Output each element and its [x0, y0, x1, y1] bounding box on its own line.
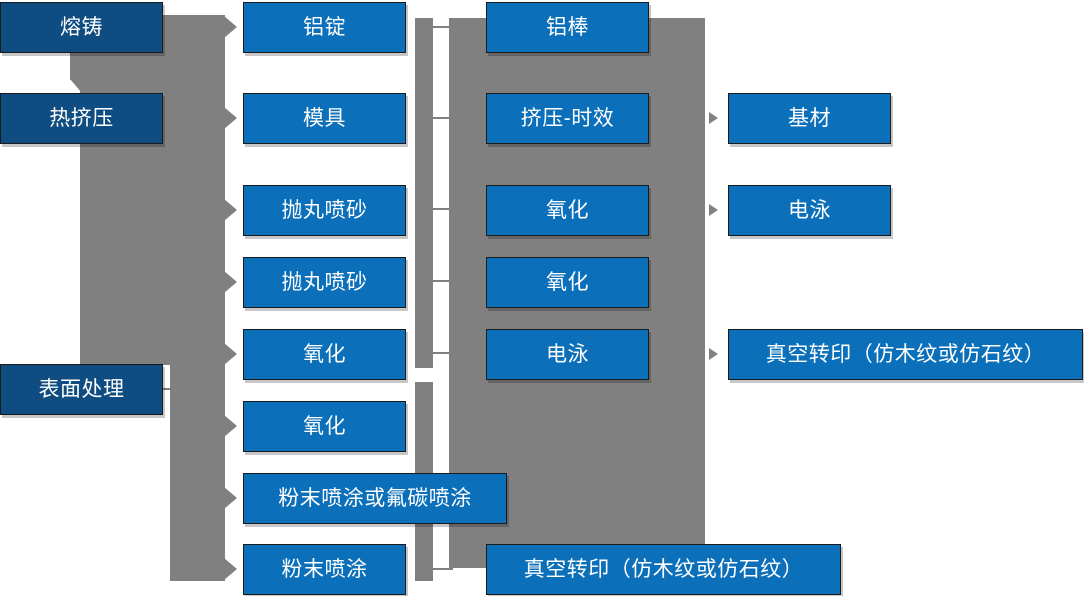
node-treat-oxidation-2[interactable]: 氧化	[486, 257, 649, 308]
node-label: 模具	[303, 106, 346, 130]
node-out-vacuum-transfer[interactable]: 真空转印（仿木纹或仿石纹）	[728, 329, 1083, 380]
node-label: 氧化	[303, 342, 346, 366]
node-label: 热挤压	[49, 106, 114, 130]
node-label: 铝锭	[303, 15, 346, 39]
node-proc-oxidation-2[interactable]: 氧化	[243, 401, 406, 452]
tie-line-4	[431, 280, 453, 282]
node-label: 粉末喷涂	[281, 557, 368, 581]
connector-bus-to-ingot	[224, 16, 237, 38]
node-label: 电泳	[546, 342, 589, 366]
node-proc-powder-coating[interactable]: 粉末喷涂	[243, 544, 406, 595]
connector-bus-to-shotblast-2	[224, 271, 237, 293]
node-treat-extrusion-aging[interactable]: 挤压-时效	[486, 93, 649, 144]
connector-to-vacuum-transfer	[709, 348, 718, 360]
node-proc-powder-fluorocarbon[interactable]: 粉末喷涂或氟碳喷涂	[243, 473, 507, 524]
node-treat-oxidation-1[interactable]: 氧化	[486, 185, 649, 236]
node-label: 氧化	[303, 414, 346, 438]
node-label: 表面处理	[38, 377, 125, 401]
connector-bus-to-die	[224, 107, 237, 129]
node-proc-die[interactable]: 模具	[243, 93, 406, 144]
node-out-substrate[interactable]: 基材	[728, 93, 891, 144]
tie-line-3	[431, 208, 453, 210]
node-label: 真空转印（仿木纹或仿石纹）	[523, 557, 804, 581]
node-label: 挤压-时效	[520, 106, 615, 130]
node-proc-shotblast-2[interactable]: 抛丸喷砂	[243, 257, 406, 308]
node-label: 粉末喷涂或氟碳喷涂	[278, 486, 472, 510]
node-treat-bar[interactable]: 铝棒	[486, 2, 649, 53]
node-proc-ingot[interactable]: 铝锭	[243, 2, 406, 53]
node-label: 基材	[788, 106, 831, 130]
connector-subprocess-bus-upper	[415, 18, 433, 368]
node-label: 电泳	[788, 198, 831, 222]
node-label: 真空转印（仿木纹或仿石纹）	[765, 342, 1046, 366]
connector-bus-to-shotblast-1	[224, 199, 237, 221]
connector-bus-to-oxidation-1	[224, 343, 237, 365]
tie-line-5	[431, 352, 453, 354]
connector-bus-to-powder-fluorocarbon	[224, 487, 237, 509]
node-label: 铝棒	[546, 15, 589, 39]
node-out-electrophoresis[interactable]: 电泳	[728, 185, 891, 236]
node-proc-shotblast-1[interactable]: 抛丸喷砂	[243, 185, 406, 236]
node-label: 氧化	[546, 270, 589, 294]
node-stage-surface[interactable]: 表面处理	[0, 364, 163, 415]
node-treat-vacuum-transfer[interactable]: 真空转印（仿木纹或仿石纹）	[486, 544, 841, 595]
node-stage-extrusion[interactable]: 热挤压	[0, 93, 163, 144]
node-label: 熔铸	[60, 15, 103, 39]
node-label: 抛丸喷砂	[281, 270, 368, 294]
node-treat-electrophoresis[interactable]: 电泳	[486, 329, 649, 380]
connector-to-substrate	[709, 112, 718, 124]
node-label: 氧化	[546, 198, 589, 222]
node-stage-melting[interactable]: 熔铸	[0, 2, 163, 53]
connector-to-electrophoresis	[709, 204, 718, 216]
connector-bus-to-oxidation-2	[224, 415, 237, 437]
node-label: 抛丸喷砂	[281, 198, 368, 222]
connector-surface-to-bus	[163, 388, 187, 390]
tie-line-1	[431, 26, 453, 28]
connector-bus-to-powder-coating	[224, 558, 237, 580]
node-proc-oxidation-1[interactable]: 氧化	[243, 329, 406, 380]
connector-stage-bus-lower	[170, 15, 225, 581]
tie-line-6	[431, 568, 453, 570]
tie-line-2	[431, 117, 453, 119]
